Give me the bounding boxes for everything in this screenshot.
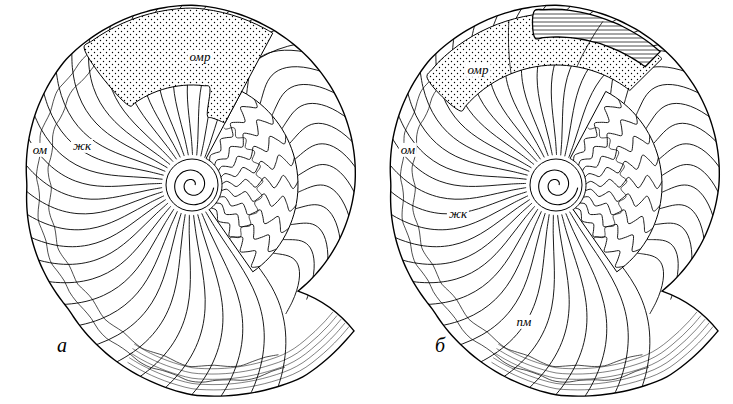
- suture-line: [579, 115, 638, 165]
- umbilicus-spiral: [539, 170, 578, 205]
- shell-sculpture: [380, 0, 730, 404]
- part-label: омр: [466, 63, 491, 77]
- suture-line: [588, 128, 627, 239]
- rib-line: [654, 223, 692, 282]
- growth-line: [134, 312, 333, 369]
- rib-line: [260, 67, 338, 104]
- rib-line: [150, 215, 205, 400]
- rib-line: [35, 206, 171, 283]
- rib-line: [180, 214, 223, 404]
- rib-line: [32, 111, 162, 180]
- rib-line: [390, 134, 526, 186]
- umbilicus-spiral: [175, 170, 214, 205]
- shell-ground: [390, 5, 719, 396]
- suture-line: [585, 155, 658, 177]
- rib-line: [399, 206, 535, 283]
- rib-line: [636, 84, 716, 115]
- suture-line: [221, 155, 294, 177]
- shell-outline: [26, 5, 355, 396]
- rib-line: [508, 21, 511, 74]
- rib-line: [514, 215, 569, 400]
- rib-line: [544, 214, 587, 404]
- growth-line: [132, 316, 337, 375]
- suture-line: [574, 99, 622, 160]
- suture-line: [585, 189, 660, 211]
- part-label: пм: [515, 315, 534, 329]
- suture-region: [570, 91, 662, 271]
- shell-ground: [26, 5, 355, 396]
- suture-line: [219, 197, 288, 233]
- rib-line: [295, 205, 341, 261]
- part-label: жк: [447, 207, 469, 221]
- umbilicus: [530, 159, 582, 211]
- panel-letter: б: [433, 334, 447, 356]
- rib-line: [396, 111, 526, 180]
- shell-sculpture: [16, 0, 366, 404]
- rib-line: [273, 253, 299, 314]
- ammonite-shell: [16, 0, 366, 404]
- rib-line: [20, 158, 162, 199]
- part-label: омр: [188, 50, 213, 64]
- rib-line: [637, 253, 663, 314]
- rib-line: [577, 21, 603, 66]
- shell-outline: [390, 5, 719, 396]
- part-label: ом: [31, 143, 49, 157]
- ammonite-shell: [380, 0, 730, 404]
- growth-line: [129, 323, 345, 385]
- suture-line: [224, 128, 263, 239]
- suture-line: [222, 175, 298, 188]
- panel-letter: а: [55, 334, 69, 356]
- rib-line: [423, 211, 542, 328]
- rib-line: [98, 214, 186, 370]
- rib-line: [45, 209, 174, 304]
- rib-line: [384, 158, 526, 199]
- growth-line: [131, 319, 341, 379]
- growth-line: [498, 312, 697, 369]
- rib-line: [298, 185, 354, 237]
- rib-line: [409, 209, 538, 304]
- suture-line: [583, 197, 652, 233]
- rib-line: [440, 213, 545, 350]
- rib-line: [42, 88, 163, 175]
- part-label: ом: [399, 143, 417, 157]
- part-label: жк: [71, 139, 93, 153]
- suture-line: [221, 189, 296, 211]
- growth-line: [493, 323, 709, 385]
- rib-line: [59, 211, 178, 328]
- growth-line: [496, 316, 701, 375]
- rib-line: [272, 84, 352, 115]
- rib-line: [662, 185, 718, 237]
- suture-line: [586, 175, 662, 188]
- rib-line: [659, 205, 705, 261]
- rib-line: [290, 223, 328, 282]
- umbilicus: [166, 159, 218, 211]
- rib-line: [76, 213, 181, 350]
- hatched-strip: [533, 9, 661, 67]
- rib-line: [26, 134, 162, 186]
- rib-line: [462, 214, 550, 370]
